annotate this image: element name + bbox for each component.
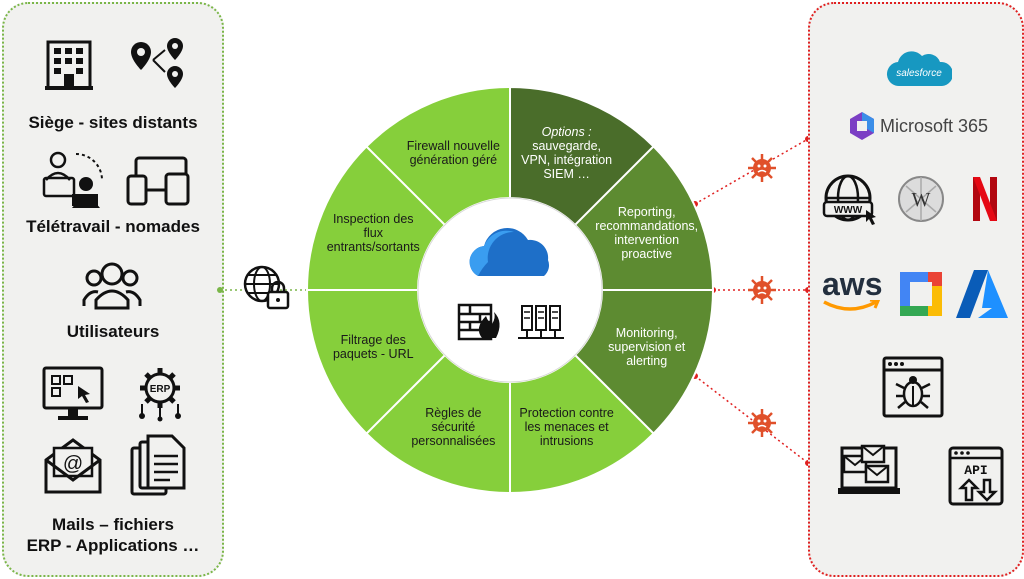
aws-smile-icon	[823, 300, 881, 311]
salesforce-logo: salesforce	[887, 51, 952, 87]
api-text: API	[964, 463, 987, 478]
devices-icon	[126, 156, 190, 206]
servers-icon	[518, 305, 564, 339]
virus-icon-3	[748, 409, 776, 437]
erp-gear-icon: ERP	[139, 368, 181, 422]
malware-window-icon	[882, 356, 944, 418]
files-icon	[130, 434, 186, 496]
cloud-icon	[469, 228, 550, 276]
www-icon: WWW	[822, 174, 876, 225]
users-label: Utilisateurs	[66, 322, 160, 341]
phishing-mail-icon	[838, 444, 900, 494]
azure-icon	[956, 270, 1008, 318]
files-label-2: ERP - Applications …	[26, 536, 200, 555]
svg-text:W: W	[912, 189, 931, 211]
microsoft365-label: Microsoft 365	[880, 116, 989, 136]
virus-icon-1	[748, 154, 776, 182]
globe-lock-icon	[243, 265, 290, 310]
microsoft365-logo-icon	[850, 112, 874, 140]
virus-icon-2	[748, 276, 776, 304]
locations-icon	[131, 38, 183, 88]
building-icon	[45, 40, 93, 90]
mail-icon: @	[44, 438, 102, 494]
erp-badge: ERP	[150, 384, 171, 395]
remote-label: Télétravail - nomades	[26, 217, 200, 236]
netflix-icon	[973, 177, 997, 221]
www-text: WWW	[834, 205, 863, 216]
files-label-1: Mails – fichiers	[52, 515, 174, 534]
left-panel: Siège - sites distants Télétravail - nom…	[2, 2, 224, 577]
salesforce-text: salesforce	[896, 68, 942, 79]
google-cloud-icon	[900, 272, 942, 316]
dashboard-icon	[42, 366, 104, 420]
wikipedia-icon: W	[898, 176, 944, 222]
remote-worker-icon	[42, 151, 103, 208]
aws-logo: aws	[822, 266, 883, 302]
svg-text:@: @	[63, 453, 83, 475]
api-icon: API	[948, 446, 1004, 506]
right-panel: salesforce Microsoft 365 WWW W aws	[808, 2, 1024, 577]
sites-label: Siège - sites distants	[28, 113, 198, 132]
users-icon	[82, 262, 142, 310]
flame-icon	[478, 312, 500, 338]
